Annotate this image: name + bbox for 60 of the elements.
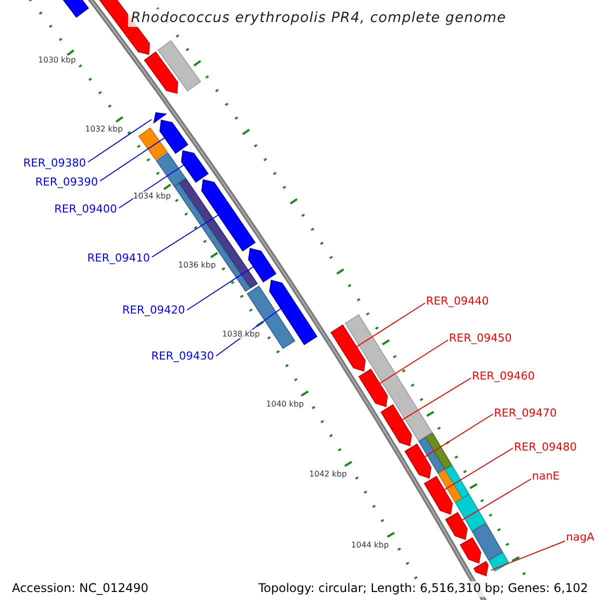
gene-label: nagA [566,532,594,544]
leader-line [490,540,566,571]
gene-block [472,523,504,560]
leader-line [402,378,472,420]
gene-feature [144,51,178,94]
gene-block [444,465,470,498]
gene-feature [445,512,468,540]
gene-feature [330,324,366,372]
leader-line [444,448,514,490]
gene-label: RER_09480 [514,442,577,454]
gene-block [138,127,168,160]
leader-line [356,302,426,348]
gene-feature [404,444,432,479]
gene-block [344,314,433,442]
scale-label: 1044 kbp [351,540,389,550]
gene-label: RER_09440 [426,296,489,308]
accession-text: Accession: NC_012490 [10,581,150,597]
gene-feature [248,248,276,283]
gene-block [488,552,510,572]
scale-label: 1032 kbp [85,124,123,134]
gene-block [454,494,486,532]
gene-feature [181,150,209,183]
leader-line [152,214,219,258]
gene-feature [460,537,482,564]
scale-label: 1036 kbp [178,260,216,270]
gene-label: RER_09460 [472,370,535,384]
gene-label: RER_09450 [449,332,512,346]
gene-block [246,285,296,350]
gene-label: RER_09390 [35,176,98,190]
gene-block [174,183,251,292]
scale-label: 1042 kbp [309,469,347,479]
gene-block [178,178,258,289]
gene-block [158,40,202,92]
scale-label: 1030 kbp [38,55,76,65]
leader-line [186,266,254,310]
gene-label: RER_09410 [87,252,150,266]
scale-label: 1034 kbp [133,191,171,201]
gene-label: RER_09400 [54,204,117,216]
leader-line [424,414,494,458]
leader-line [100,137,166,182]
scale-label: 1038 kbp [222,329,260,339]
gene-label: RER_09380 [23,158,86,170]
gene-block [156,152,186,187]
leader-line [462,478,532,521]
gene-feature [269,280,318,346]
gene-feature [424,476,453,515]
leader-line [88,119,152,162]
genome-info-text: Topology: circular; Length: 6,516,310 bp; Genes: 6,102 [256,581,590,597]
gene-feature [380,404,412,446]
gene-feature [358,368,388,408]
leader-line [379,340,448,384]
gene-label: RER_09420 [122,304,185,318]
gene-label: RER_09430 [151,350,214,364]
gene-feature [201,179,256,252]
scale-label: 1040 kbp [266,399,304,409]
gene-label: nanE [532,470,560,484]
gene-feature [153,112,166,124]
gene-label: RER_09470 [494,408,557,420]
gene-block [425,432,452,470]
gene-feature [159,120,188,154]
